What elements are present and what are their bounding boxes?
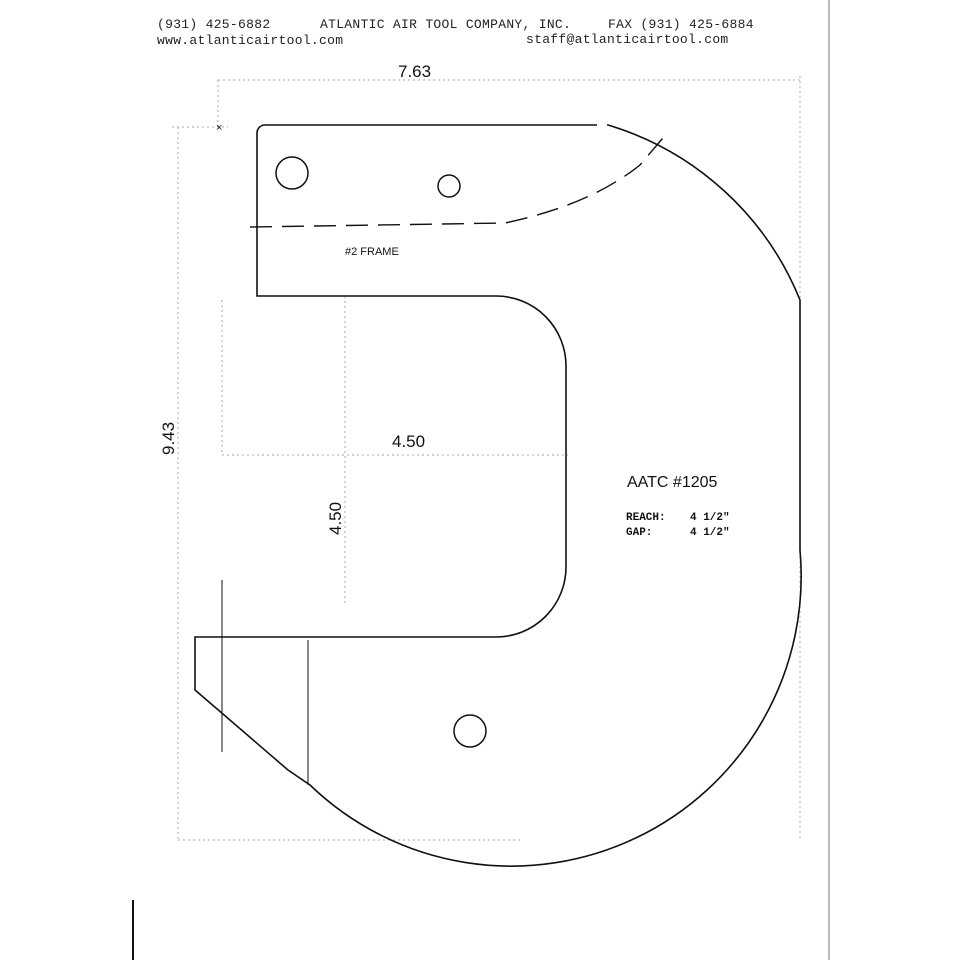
header-email: staff@atlanticairtool.com — [526, 32, 729, 47]
spec-reach-label: REACH: — [626, 512, 666, 524]
overall-width-dim: 7.63 — [398, 62, 431, 81]
spec-gap-label: GAP: — [626, 527, 652, 539]
mounting-hole-large — [275, 156, 309, 190]
frame-outline — [194, 124, 802, 867]
cut-line-dashed — [249, 131, 669, 228]
frame-label: #2 FRAME — [345, 246, 399, 258]
mounting-hole-bottom — [453, 714, 487, 748]
spec-gap-value: 4 1/2" — [690, 527, 730, 539]
spec-reach-value: 4 1/2" — [690, 512, 730, 524]
corner-mark: × — [216, 122, 222, 134]
header-fax: FAX (931) 425-6884 — [608, 17, 754, 32]
dimension-lines — [172, 76, 801, 841]
header-website: www.atlanticairtool.com — [157, 33, 344, 48]
overall-height-dim: 9.43 — [159, 422, 178, 455]
header-phone: (931) 425-6882 — [157, 17, 271, 32]
reach-dim: 4.50 — [392, 432, 425, 451]
header-company: ATLANTIC AIR TOOL COMPANY, INC. — [320, 17, 572, 32]
mounting-hole-small — [437, 174, 461, 198]
gap-dim: 4.50 — [326, 502, 345, 535]
model-number: AATC #1205 — [627, 474, 718, 491]
